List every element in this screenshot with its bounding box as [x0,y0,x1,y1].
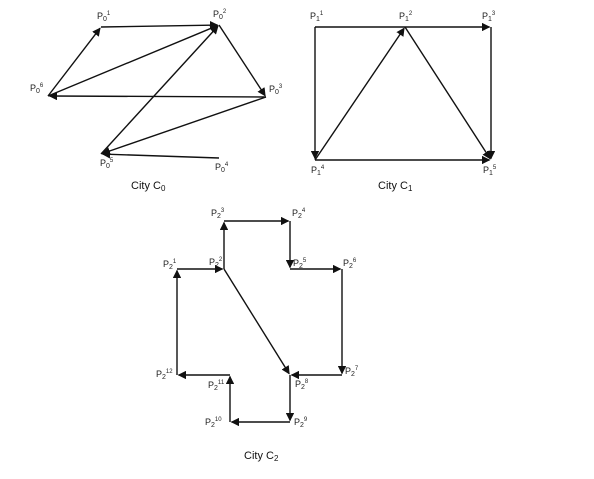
edge-p2_2-to-p2_8 [223,268,290,375]
node-label-p2_5: P25 [293,258,307,270]
node-label-p2_6: P26 [343,258,357,270]
edge-p0_6-to-p0_2 [47,24,219,97]
node-label-p0_3: P03 [269,84,283,96]
city-caption-2: City C2 [244,450,279,463]
node-label-p0_4: P04 [215,162,229,174]
node-label-p2_10: P210 [205,417,222,429]
node-label-p0_2: P02 [213,9,227,21]
node-label-p1_4: P14 [311,165,325,177]
node-label-p2_7: P27 [345,366,359,378]
node-label-p1_2: P12 [399,11,413,23]
node-label-p2_1: P21 [163,259,177,271]
edge-p1_2-to-p1_5 [404,26,491,160]
node-label-p2_2: P22 [209,257,223,269]
node-label-p2_8: P28 [295,379,309,391]
node-label-p2_3: P23 [211,208,225,220]
city-caption-0: City C0 [131,180,166,193]
node-label-p1_1: P11 [310,11,324,23]
node-label-p2_4: P24 [292,208,306,220]
edge-p0_3-to-p0_6 [48,91,267,101]
node-label-p1_5: P15 [483,165,497,177]
edge-p0_2-to-p0_3 [218,24,266,97]
edge-p0_4-to-p0_5 [101,150,220,159]
edge-p0_5-to-p0_2 [100,25,219,155]
node-label-p2_12: P212 [156,369,173,381]
node-label-p0_6: P06 [30,83,44,95]
node-label-p1_3: P13 [482,11,496,23]
node-label-p2_11: P211 [208,380,225,392]
edge-p0_1-to-p0_2 [100,20,219,30]
node-label-p2_9: P29 [294,417,308,429]
edge-p1_4-to-p1_2 [314,27,405,161]
edge-p0_3-to-p0_5 [101,96,267,156]
node-label-p0_1: P01 [97,11,111,23]
node-label-p0_5: P05 [100,158,114,170]
edge-p0_6-to-p0_1 [47,27,101,97]
city-caption-1: City C1 [378,180,413,193]
